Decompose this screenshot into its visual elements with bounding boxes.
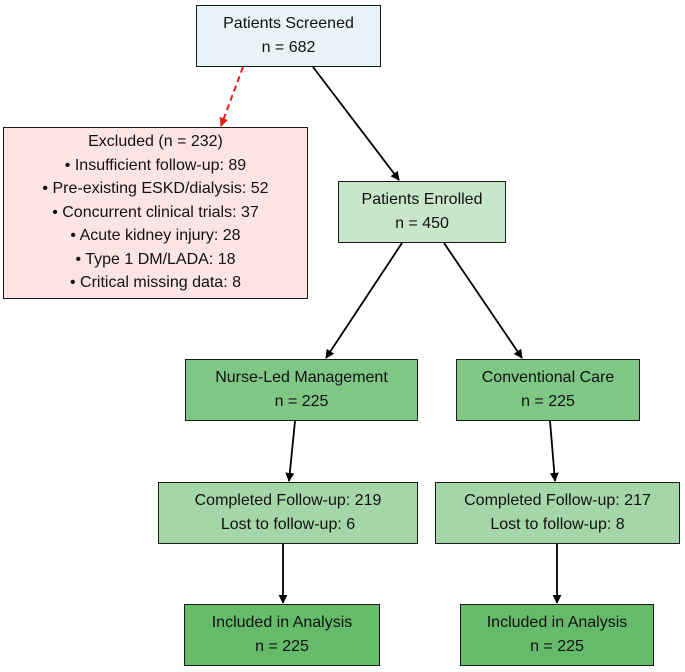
arm-count: n = 225 (274, 393, 329, 410)
exclusion-reason: • Type 1 DM/LADA: 18 (75, 250, 236, 268)
patients-screened-title: Patients Screened (223, 15, 354, 32)
nurse-led-analysis-box: Included in Analysis n = 225 (184, 604, 380, 666)
analysis-count: n = 225 (530, 638, 584, 655)
conventional-to-completed-arrow (549, 420, 559, 482)
exclusion-reason: • Concurrent clinical trials: 37 (52, 203, 259, 221)
patients-enrolled-box: Patients Enrolled n = 450 (338, 181, 506, 243)
analysis-title: Included in Analysis (486, 614, 628, 631)
nurse-led-followup-box: Completed Follow-up: 219 Lost to follow-… (158, 482, 418, 544)
exclusion-reason: • Critical missing data: 8 (70, 274, 241, 292)
completed-followup-text: Completed Follow-up: 219 (194, 492, 382, 509)
conventional-care-analysis-box: Included in Analysis n = 225 (460, 604, 654, 666)
patients-enrolled-title: Patients Enrolled (361, 191, 483, 208)
conventional-care-arm-box: Conventional Care n = 225 (456, 359, 640, 421)
enrolled-to-nurse-arrow (325, 242, 403, 359)
screened-to-enrolled-arrow (312, 66, 400, 181)
patients-screened-box: Patients Screened n = 682 (196, 5, 381, 67)
exclusion-reason: • Acute kidney injury: 28 (70, 227, 241, 245)
completed-followup-text: Completed Follow-up: 217 (464, 492, 651, 509)
arm-count: n = 225 (521, 393, 575, 410)
arm-title: Nurse-Led Management (215, 369, 388, 386)
nurse-led-arm-box: Nurse-Led Management n = 225 (185, 359, 418, 421)
enrolled-to-conventional-arrow (443, 242, 523, 359)
patients-enrolled-count: n = 450 (395, 215, 449, 232)
exclusion-reason: • Insufficient follow-up: 89 (64, 156, 247, 174)
analysis-count: n = 225 (255, 638, 309, 655)
conventional-care-followup-box: Completed Follow-up: 217 Lost to follow-… (435, 482, 680, 544)
patients-screened-count: n = 682 (261, 39, 316, 56)
exclusion-arrow (219, 66, 244, 127)
lost-to-followup-text: Lost to follow-up: 8 (490, 516, 625, 533)
excluded-box: Excluded (n = 232) • Insufficient follow… (3, 127, 308, 299)
exclusion-reason: • Pre-existing ESKD/dialysis: 52 (42, 180, 269, 198)
lost-to-followup-text: Lost to follow-up: 6 (220, 516, 356, 533)
nurse-to-completed-arrow (285, 420, 296, 482)
analysis-title: Included in Analysis (211, 614, 353, 631)
arm-title: Conventional Care (481, 369, 615, 386)
excluded-title: Excluded (n = 232) (88, 133, 223, 151)
